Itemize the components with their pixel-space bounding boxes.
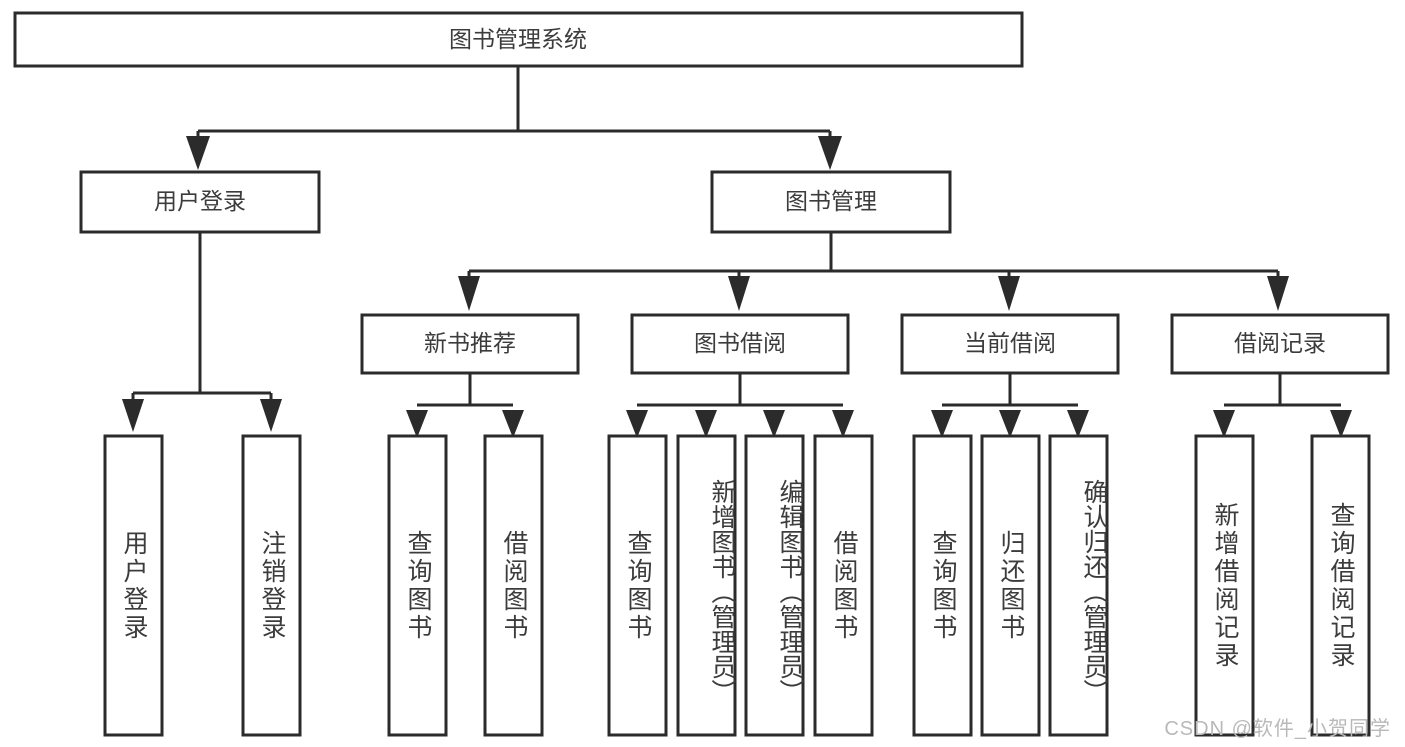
arrow-head-leaf-logout-login — [260, 399, 282, 432]
current-borrow-label: 当前借阅 — [964, 330, 1056, 356]
node-book-borrow[interactable]: 图书借阅 — [630, 313, 850, 375]
borrow-record-box[interactable] — [1170, 313, 1390, 375]
arrow-head-current-borrow — [998, 276, 1020, 311]
book-borrow-label: 图书借阅 — [694, 330, 786, 356]
book-management-label: 图书管理 — [785, 188, 877, 214]
arrow-head-leaf-user-login — [122, 399, 144, 432]
arrow-head-leaf-edit-book — [763, 410, 785, 438]
arrow-head-leaf-borrow-book-2 — [832, 410, 854, 438]
arrow-head-leaf-query-book-1 — [406, 410, 428, 438]
arrow-head-leaf-query-record — [1330, 410, 1352, 438]
node-borrow-record[interactable]: 借阅记录 — [1170, 313, 1390, 375]
leaf-borrow-book-1-box[interactable] — [483, 434, 544, 737]
borrow-record-label: 借阅记录 — [1234, 330, 1326, 356]
node-root[interactable]: 图书管理系统 — [13, 11, 1024, 68]
node-user-login[interactable]: 用户登录 — [79, 170, 321, 234]
leaf-borrow-book-2-box[interactable] — [813, 434, 874, 737]
arrow-head-borrow-record — [1267, 276, 1289, 311]
node-book-management[interactable]: 图书管理 — [710, 170, 952, 234]
leaf-return-book-box[interactable] — [980, 434, 1041, 737]
leaf-user-login-box[interactable] — [103, 434, 164, 737]
book-management-box[interactable] — [710, 170, 952, 234]
leaf-add-book-box[interactable] — [676, 434, 737, 737]
book-borrow-box[interactable] — [630, 313, 850, 375]
leaf-query-book-3-box[interactable] — [912, 434, 973, 737]
new-book-recommend-box[interactable] — [360, 313, 580, 375]
leaf-logout-login-box[interactable] — [241, 434, 302, 737]
arrow-head-leaf-query-book-3 — [931, 410, 953, 438]
root-box[interactable] — [13, 11, 1024, 68]
user-login-label: 用户登录 — [154, 188, 246, 214]
arrow-head-leaf-borrow-book-1 — [502, 410, 524, 438]
leaf-query-record-box[interactable] — [1310, 434, 1371, 737]
leaf-edit-book-box[interactable] — [744, 434, 805, 737]
arrow-head-leaf-add-book — [695, 410, 717, 438]
node-new-book-recommend[interactable]: 新书推荐 — [360, 313, 580, 375]
arrow-head-leaf-return-book — [999, 410, 1021, 438]
leaf-query-book-2-box[interactable] — [607, 434, 668, 737]
arrow-head-book-borrow — [728, 276, 750, 311]
leaf-confirm-return-box[interactable] — [1048, 434, 1109, 737]
current-borrow-box[interactable] — [900, 313, 1120, 375]
arrow-head-leaf-confirm-return — [1067, 410, 1089, 438]
new-book-recommend-label: 新书推荐 — [424, 330, 516, 356]
arrow-head-leaf-query-book-2 — [626, 410, 648, 438]
arrow-head-user-login — [186, 136, 210, 170]
root-label: 图书管理系统 — [449, 26, 587, 52]
leaf-add-record-box[interactable] — [1194, 434, 1255, 737]
node-current-borrow[interactable]: 当前借阅 — [900, 313, 1120, 375]
arrow-head-book-management — [818, 136, 842, 170]
arrow-head-leaf-add-record — [1213, 410, 1235, 438]
arrow-head-new-book-recommend — [458, 276, 480, 311]
leaf-query-book-1-box[interactable] — [387, 434, 448, 737]
